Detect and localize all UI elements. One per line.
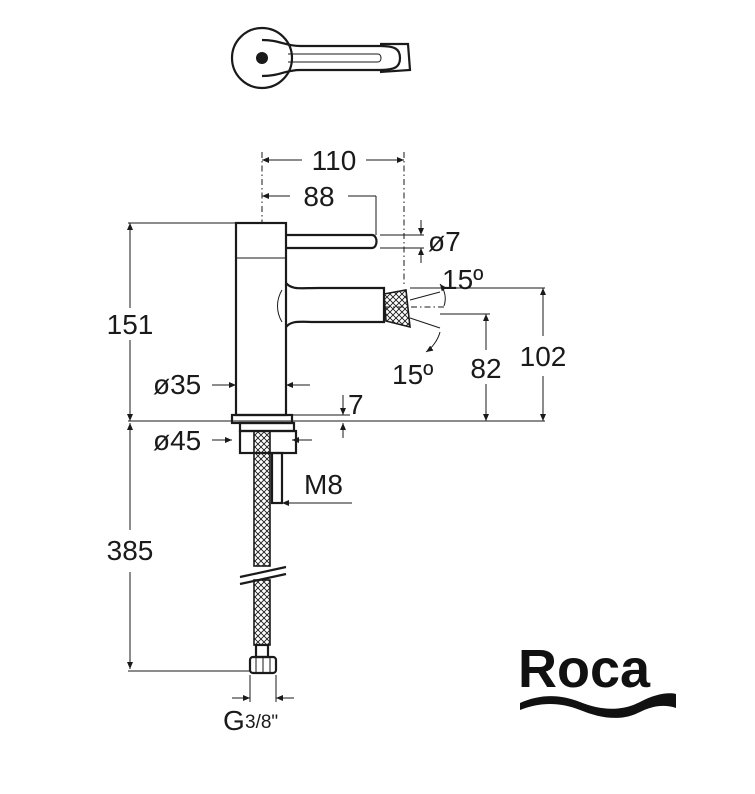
flexible-hose bbox=[239, 430, 287, 675]
roca-logo: Roca bbox=[518, 639, 676, 718]
roca-logo-wave bbox=[520, 693, 676, 718]
dim-151: 151 bbox=[107, 309, 154, 340]
dim-82: 82 bbox=[470, 353, 501, 384]
dim-385: 385 bbox=[107, 535, 154, 566]
dim-connector-g: G bbox=[223, 705, 245, 736]
dim-dia-7: ø7 bbox=[428, 226, 461, 257]
dim-110: 110 bbox=[312, 145, 357, 176]
dim-m8: M8 bbox=[304, 469, 343, 500]
dim-angle-bottom: 15º bbox=[392, 359, 433, 390]
roca-logo-text: Roca bbox=[518, 639, 651, 699]
dim-88: 88 bbox=[303, 181, 334, 212]
top-view bbox=[230, 26, 412, 90]
dim-102: 102 bbox=[520, 341, 567, 372]
dim-thickness-7: 7 bbox=[348, 389, 364, 420]
dimension-lines bbox=[127, 152, 546, 702]
dim-angle-top: 15º bbox=[442, 264, 483, 295]
dim-dia-45: ø45 bbox=[153, 425, 201, 456]
dim-dia-35: ø35 bbox=[153, 369, 201, 400]
dim-connector-fraction: 3/8" bbox=[245, 712, 278, 733]
